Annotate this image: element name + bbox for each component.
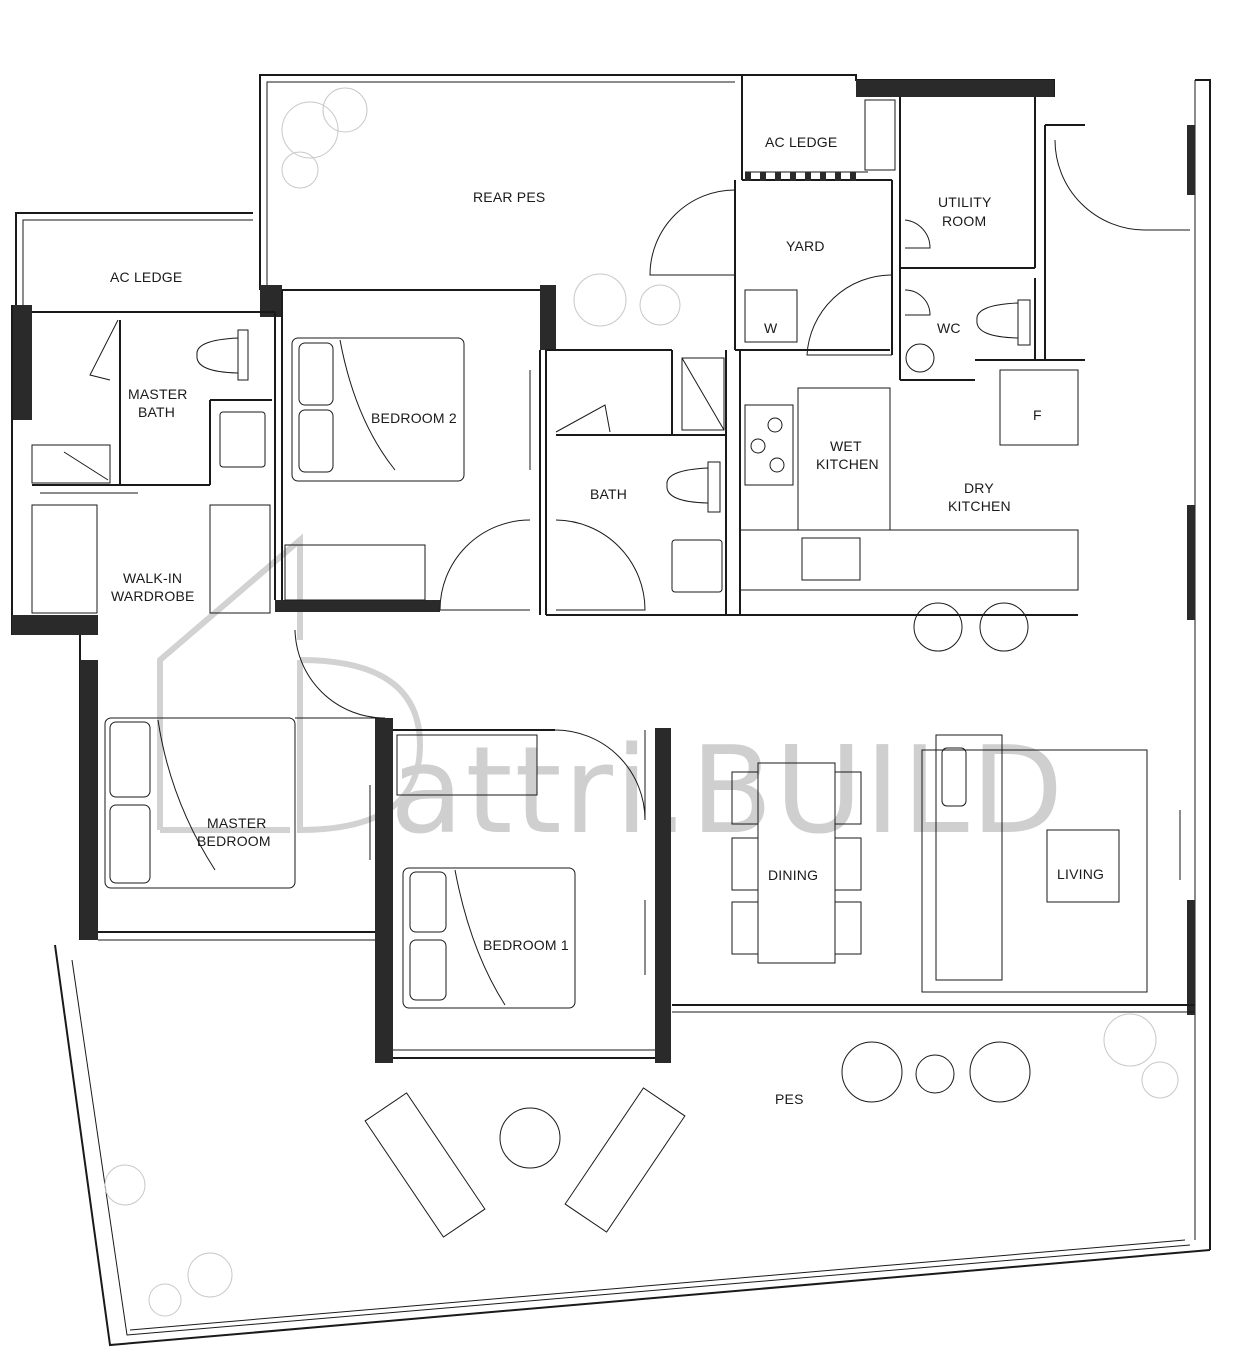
bath-door (555, 519, 646, 611)
dry-kitchen-island (739, 529, 1079, 591)
coffee-table (1046, 829, 1120, 903)
watermark: attri.BUILD (157, 533, 1065, 861)
rear-pes-door (649, 189, 736, 276)
master-bed (104, 717, 296, 889)
pes-chair (841, 1041, 903, 1103)
label-utility-room-1: UTILITY (938, 194, 992, 210)
yard-door (806, 274, 893, 356)
label-dry-kitchen-2: KITCHEN (948, 498, 1011, 514)
main-entrance-door (1054, 139, 1190, 231)
label-ac-ledge-left: AC LEDGE (110, 269, 182, 285)
kitchen-sink (801, 537, 861, 581)
bar-stool (979, 602, 1029, 652)
bath-toilet-tank (707, 461, 721, 513)
label-dining: DINING (768, 867, 818, 883)
label-master-bedroom-1: MASTER (207, 815, 267, 831)
plants (104, 87, 1179, 1317)
pes-side-table (499, 1107, 561, 1169)
walk-in-wardrobe-left (31, 504, 98, 614)
bedroom1-door (554, 729, 646, 821)
hob (744, 404, 794, 486)
utility-shower (864, 99, 896, 171)
label-wet-kitchen-2: KITCHEN (816, 456, 879, 472)
label-utility-room-2: ROOM (942, 213, 986, 229)
label-wet-kitchen-1: WET (830, 438, 862, 454)
bath-shower (681, 357, 725, 431)
bedroom1-wardrobe (396, 734, 538, 796)
label-fridge: F (1033, 407, 1042, 423)
label-ac-ledge-top: AC LEDGE (765, 134, 837, 150)
bedroom2-door (439, 519, 531, 611)
label-wc: WC (937, 320, 961, 336)
walk-in-wardrobe-right (209, 504, 271, 614)
outer-walls (11, 74, 1211, 1347)
wc-toilet (976, 302, 1019, 339)
label-walk-in-2: WARDROBE (111, 588, 195, 604)
pes-loungers (364, 1087, 686, 1238)
bath-shower-door (555, 404, 611, 433)
wc-basin (905, 343, 935, 373)
windows (369, 171, 1181, 975)
label-yard: YARD (786, 238, 825, 254)
label-bath: BATH (590, 486, 627, 502)
master-bath-basin (219, 411, 266, 468)
pes-coffee-table (915, 1054, 955, 1094)
interior-walls (32, 97, 1085, 1063)
bedroom2-wardrobe (284, 544, 426, 601)
master-bedroom-door (294, 629, 386, 719)
label-master-bath-2: BATH (138, 404, 175, 420)
fixtures (31, 99, 1148, 1238)
living-rug (921, 749, 1148, 993)
utility-door (904, 219, 931, 249)
sofa (935, 734, 1003, 981)
wc-toilet-tank (1017, 299, 1031, 346)
doors (40, 139, 1190, 821)
label-walk-in-1: WALK-IN (123, 570, 182, 586)
pes-chair (969, 1041, 1031, 1103)
wc-door (904, 289, 931, 316)
label-rear-pes: REAR PES (473, 189, 545, 205)
label-living: LIVING (1057, 866, 1104, 882)
label-bedroom-2: BEDROOM 2 (371, 410, 457, 426)
label-master-bath-1: MASTER (128, 386, 188, 402)
label-dry-kitchen-1: DRY (964, 480, 994, 496)
label-pes: PES (775, 1091, 804, 1107)
fridge (999, 369, 1079, 446)
room-labels: REAR PES AC LEDGE AC LEDGE UTILITY ROOM … (110, 134, 1104, 1107)
master-bath-toilet-tank (237, 329, 249, 381)
bedroom1-bed (402, 867, 576, 1009)
watermark-house-logo (157, 533, 424, 834)
bath-basin (671, 539, 723, 593)
bar-stool (913, 602, 963, 652)
watermark-text: attri.BUILD (390, 722, 1065, 861)
label-bedroom-1: BEDROOM 1 (483, 937, 569, 953)
bath-toilet (666, 467, 709, 504)
master-bath-door (89, 319, 119, 381)
bedroom2-bed (291, 337, 465, 482)
label-master-bedroom-2: BEDROOM (197, 833, 271, 849)
washer (744, 289, 798, 343)
label-washer: W (764, 320, 778, 336)
master-bath-toilet (196, 337, 239, 374)
